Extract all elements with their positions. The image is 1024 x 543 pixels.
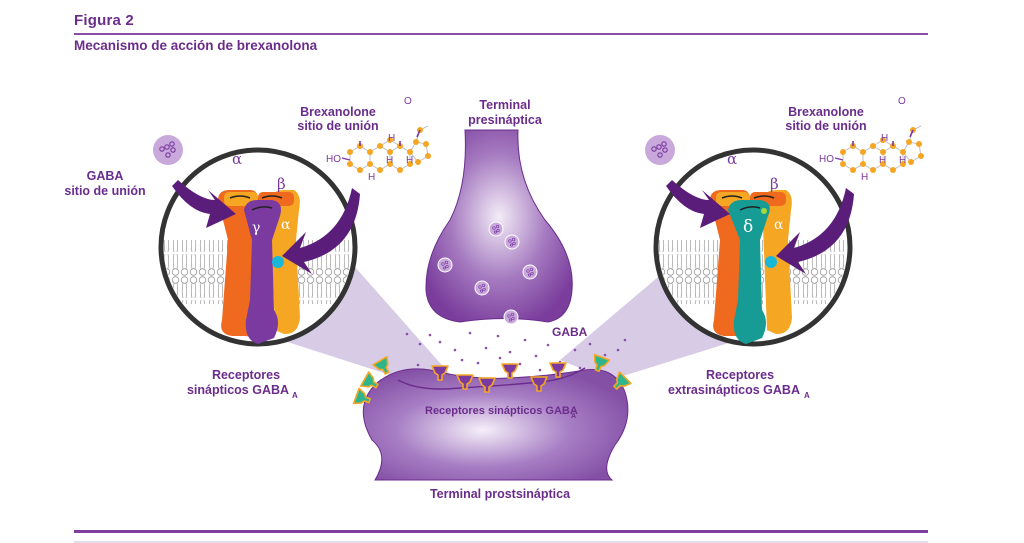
right-h-label-2: H	[861, 172, 868, 183]
left-brexanolone-arrow-icon	[282, 188, 360, 274]
gaba-vesicle	[474, 280, 490, 296]
left-caption-1: Receptores	[212, 368, 280, 382]
right-caption-1: Receptores	[706, 368, 774, 382]
right-h-label-4: H	[899, 155, 906, 166]
right-brexanolone-binding-site	[765, 256, 777, 268]
figure-title: Mecanismo de acción de brexanolona	[74, 38, 318, 53]
right-gaba-arrow-icon	[666, 180, 730, 228]
right-caption-sub: A	[804, 391, 810, 400]
gaba-vesicle	[437, 257, 453, 273]
gaba-neurotransmitter-dots	[405, 331, 627, 372]
right-o-label: O	[898, 96, 906, 107]
right-caption-2: extrasinápticos GABA	[668, 383, 800, 397]
left-alpha2-label: α	[281, 217, 291, 233]
right-alpha2-label: α	[774, 217, 784, 233]
right-gaba-molecule-icon	[644, 134, 676, 166]
footer-divider	[74, 530, 928, 533]
gaba-label: GABA	[552, 325, 588, 339]
left-h-label-2: H	[368, 172, 375, 183]
left-zoom-cone	[250, 250, 455, 380]
right-alpha-label: α	[727, 150, 737, 168]
left-gaba-site-label-2: sitio de unión	[64, 184, 145, 198]
left-caption-sub: A	[292, 391, 298, 400]
left-alpha2-subunit	[270, 190, 300, 335]
left-gaba-molecule-icon	[152, 134, 184, 166]
right-alpha2-subunit	[762, 190, 792, 335]
right-brex-site-label-2: sitio de unión	[785, 119, 866, 133]
left-brexanolone-binding-site	[272, 256, 284, 268]
left-h-label-3: H	[386, 155, 393, 166]
left-alpha-label: α	[232, 150, 242, 168]
left-gaba-site-label-1: GABA	[87, 169, 124, 183]
header-divider	[74, 33, 928, 35]
right-h-label-1: H	[881, 133, 888, 144]
gaba-vesicle	[488, 221, 504, 237]
postsynaptic-label: Terminal prostsináptica	[430, 487, 571, 501]
right-brex-site-label-1: Brexanolone	[788, 105, 864, 119]
synaptic-receptor-icon	[501, 363, 519, 379]
gaba-vesicle	[522, 264, 538, 280]
presynaptic-label-2: presináptica	[468, 113, 543, 127]
left-brex-site-label-1: Brexanolone	[300, 105, 376, 119]
left-h-label-1: H	[388, 133, 395, 144]
right-beta-label: β	[770, 175, 779, 193]
left-gaba-arrow-icon	[172, 180, 236, 228]
right-ho-label: HO	[819, 154, 834, 165]
presynaptic-label-1: Terminal	[479, 98, 530, 112]
figure-label: Figura 2	[74, 12, 134, 29]
synaptic-receptors-inner-sub: A	[571, 413, 576, 420]
right-delta-label: δ	[743, 217, 753, 237]
left-brex-site-label-2: sitio de unión	[297, 119, 378, 133]
right-brexanolone-arrow-icon	[776, 188, 854, 274]
synaptic-receptors-inner-label: Receptores sinápticos GABA	[425, 405, 578, 417]
gaba-vesicle	[504, 234, 520, 250]
gaba-vesicle	[503, 309, 519, 325]
left-caption-2: sinápticos GABA	[187, 383, 289, 397]
left-synaptic-receptor-panel: α β γ α	[158, 147, 360, 347]
right-extrasynaptic-receptor-panel: α β δ α	[653, 147, 854, 347]
footer-divider-light	[74, 541, 928, 543]
right-h-label-3: H	[879, 155, 886, 166]
left-gamma-subunit	[244, 200, 281, 344]
left-ho-label: HO	[326, 154, 341, 165]
left-o-label: O	[404, 96, 412, 107]
right-delta-subunit	[728, 200, 770, 344]
left-gamma-label: γ	[252, 220, 260, 236]
left-h-label-4: H	[406, 155, 413, 166]
left-beta-label: β	[277, 175, 286, 193]
